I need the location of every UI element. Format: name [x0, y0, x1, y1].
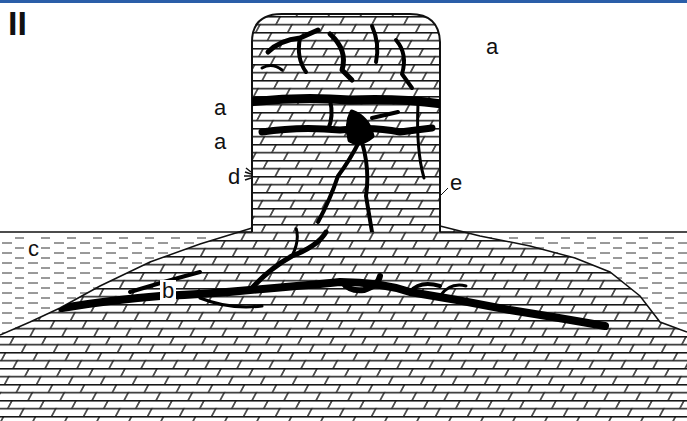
top-rule — [0, 0, 687, 3]
hill-conduits — [62, 228, 605, 326]
part-letter: b — [160, 280, 176, 302]
leader-line — [440, 188, 448, 196]
limestone-tower — [252, 14, 440, 232]
part-letter: d — [226, 166, 242, 188]
limestone-hill — [0, 226, 687, 421]
part-letter: a — [212, 131, 228, 153]
part-letter: a — [484, 36, 500, 58]
part-letter: a — [212, 97, 228, 119]
part-letter: e — [448, 172, 464, 194]
hill-outline — [0, 226, 687, 335]
water-line — [440, 231, 687, 233]
water-line — [0, 231, 252, 233]
tower-conduits — [250, 26, 442, 232]
figure-title: II — [8, 6, 27, 40]
part-letter: c — [26, 238, 41, 260]
spring-mark — [244, 168, 252, 180]
